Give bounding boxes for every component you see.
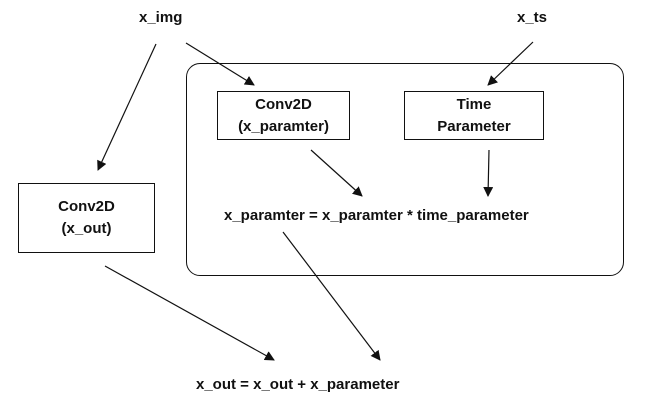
time-parameter-subtitle: Parameter xyxy=(437,117,511,135)
arrow-x-img-to-conv2d-out xyxy=(97,43,157,171)
conv2d-out-subtitle: (x_out) xyxy=(61,220,112,237)
time-parameter-box: Time Parameter xyxy=(404,91,544,140)
conv2d-out-box: Conv2D (x_out) xyxy=(18,183,155,253)
parameter-group-container xyxy=(186,63,624,276)
conv2d-paramter-box: Conv2D (x_paramter) xyxy=(217,91,350,140)
x-ts-label: x_ts xyxy=(517,9,548,26)
time-parameter-title: Time xyxy=(456,95,492,113)
conv2d-paramter-subtitle: (x_paramter) xyxy=(238,117,329,135)
output-equation: x_out = x_out + x_parameter xyxy=(196,376,400,393)
paramter-equation: x_paramter = x_paramter * time_parameter xyxy=(224,207,529,224)
conv2d-out-title: Conv2D xyxy=(58,198,115,215)
x-img-label: x_img xyxy=(139,9,183,26)
conv2d-paramter-title: Conv2D xyxy=(255,95,312,113)
arrow-conv2d-out-to-output xyxy=(104,265,275,361)
